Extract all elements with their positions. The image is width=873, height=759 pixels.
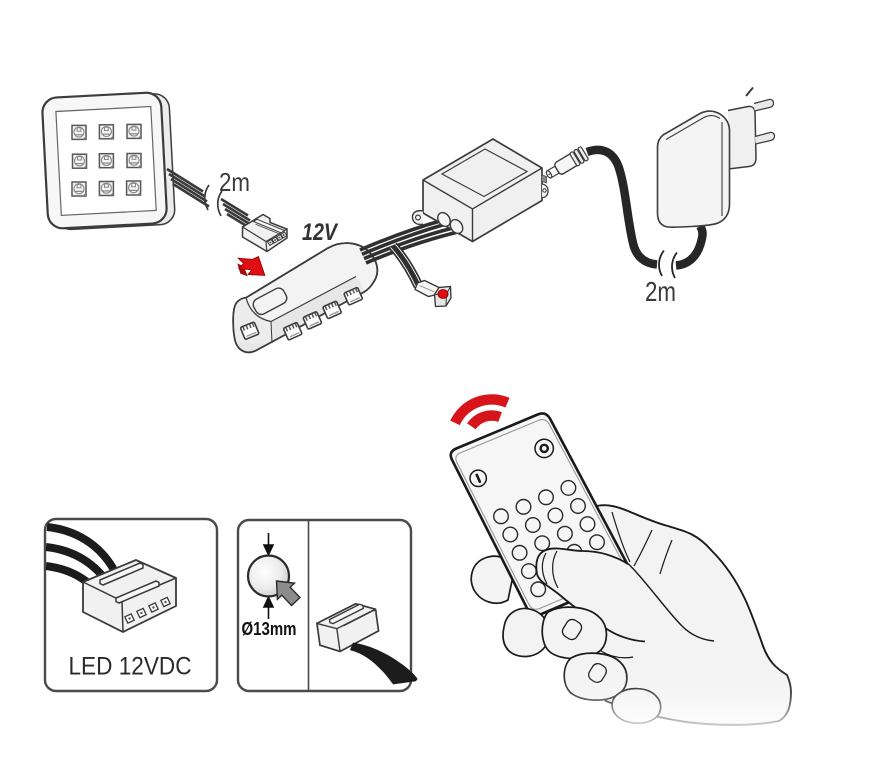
svg-text:2m: 2m (219, 167, 250, 197)
svg-text:Ø13mm: Ø13mm (242, 619, 297, 639)
svg-text:12V: 12V (302, 219, 339, 246)
svg-text:2m: 2m (645, 276, 676, 307)
svg-text:LED 12VDC: LED 12VDC (69, 653, 192, 681)
